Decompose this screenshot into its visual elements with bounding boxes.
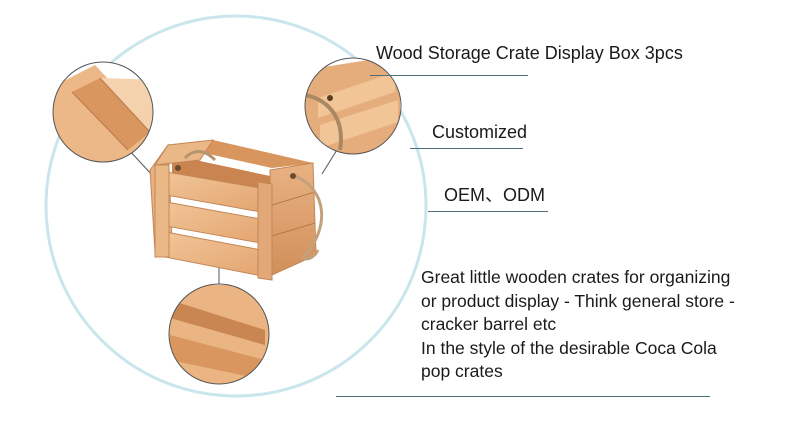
product-description: Great little wooden crates for organizin…	[421, 266, 793, 384]
description-line: pop crates	[421, 361, 503, 381]
customized-underline	[410, 148, 523, 149]
main-circle-frame	[44, 14, 428, 398]
detail-corner-image	[53, 62, 153, 162]
description-line: In the style of the desirable Coca Cola	[421, 337, 717, 358]
description-line: cracker barrel etc	[421, 314, 557, 334]
description-line: or product display - Think general store…	[421, 290, 735, 311]
detail-slat-image	[169, 284, 269, 384]
detail-rope-image	[305, 58, 401, 154]
feature-oem-odm: OEM、ODM	[444, 185, 545, 205]
description-line: Great little wooden crates for organizin…	[421, 267, 731, 287]
feature-customized: Customized	[432, 122, 528, 142]
crate-image	[149, 139, 324, 281]
title-underline	[370, 75, 528, 76]
oem-underline	[428, 211, 548, 212]
description-underline	[336, 396, 710, 397]
product-title: Wood Storage Crate Display Box 3pcs	[376, 43, 683, 63]
